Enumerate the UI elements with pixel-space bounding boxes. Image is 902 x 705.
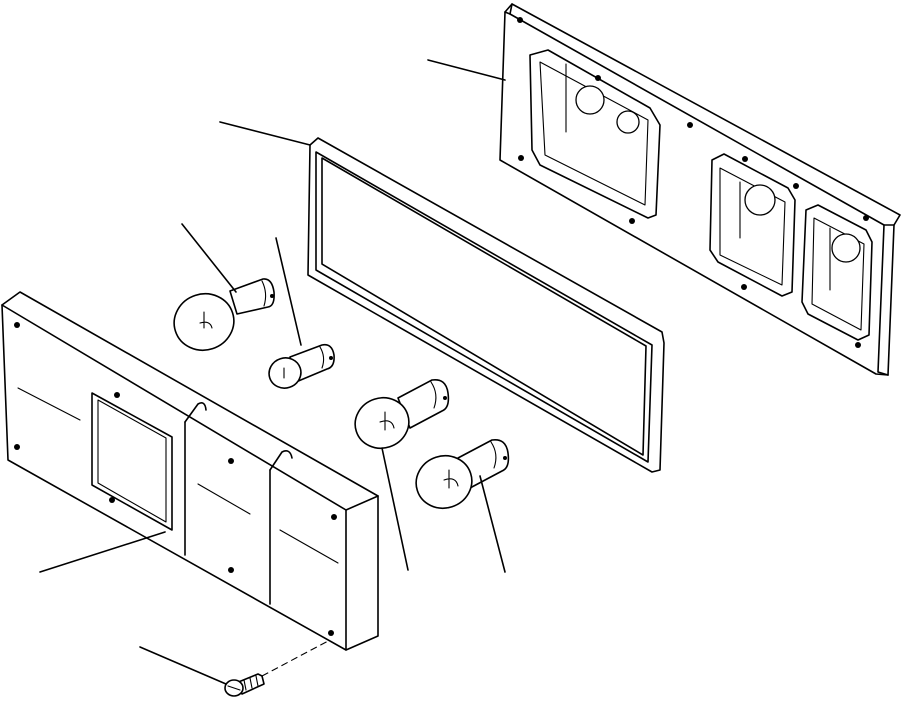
screw <box>224 673 265 697</box>
bulb-large <box>354 378 450 449</box>
leader-line-bulb-2 <box>275 237 302 346</box>
leader-line-base-plate <box>427 59 506 81</box>
lens-housing <box>1 291 379 651</box>
leader-line-bulb-3 <box>381 447 409 571</box>
assembly-axis <box>261 639 331 677</box>
leader-line-bulb-1 <box>181 223 237 293</box>
leader-line-screw <box>139 646 227 685</box>
bulb-small <box>268 343 335 389</box>
leader-line-bulb-4 <box>479 475 506 573</box>
leader-line-gasket <box>219 121 311 146</box>
bulb-large <box>415 438 510 509</box>
base-plate <box>499 3 901 376</box>
gasket <box>307 137 665 473</box>
bulb-large <box>173 278 275 351</box>
leader-line-lens-housing <box>39 531 166 573</box>
